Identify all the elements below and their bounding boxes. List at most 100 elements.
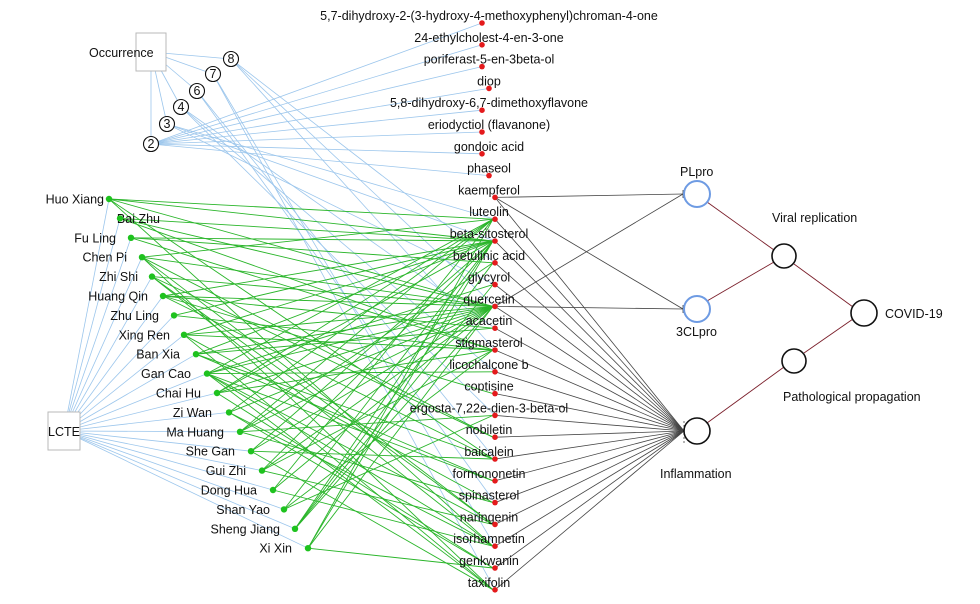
herb-label: Chai Hu <box>156 387 201 401</box>
herb-node <box>138 254 146 261</box>
lcte-label: LCTE <box>48 425 80 439</box>
compound-node <box>492 390 498 397</box>
compound-label: spinasterol <box>459 489 519 503</box>
inflammation-label: Inflammation <box>660 467 732 481</box>
covid-node <box>850 299 878 327</box>
compound-node <box>492 281 498 288</box>
herb-node <box>170 312 178 319</box>
compound-label: genkwanin <box>459 554 519 568</box>
occurrence-label: Occurrence <box>89 46 154 60</box>
occurrence-count-2 <box>142 135 160 153</box>
compound-node <box>479 20 485 26</box>
compound-label: formononetin <box>453 467 526 481</box>
herb-label: Zi Wan <box>173 406 212 420</box>
compound-label: 5,8-dihydroxy-6,7-dimethoxyflavone <box>390 96 588 110</box>
herb-label: She Gan <box>186 445 235 459</box>
herb-label: Shan Yao <box>216 503 270 517</box>
occurrence-count-label: 6 <box>194 84 201 98</box>
compound-node <box>492 456 498 462</box>
herb-node <box>236 428 244 435</box>
compound-label: quercetin <box>463 292 514 306</box>
occurrence-count-6 <box>188 82 206 100</box>
compound-node <box>492 194 498 201</box>
herb-node <box>304 545 312 552</box>
herb-compound-edges <box>108 198 494 591</box>
compound-node <box>492 521 498 528</box>
compound-node <box>479 63 485 70</box>
compound-label: gondoic acid <box>454 140 524 154</box>
herb-label: Fu Ling <box>74 231 116 245</box>
herb-node <box>280 506 288 513</box>
herb-label: Zhi Shi <box>99 270 138 284</box>
plpro-label: PLpro <box>680 165 713 179</box>
compound-node <box>479 107 485 113</box>
compound-node <box>492 216 498 222</box>
compound-node <box>479 42 485 48</box>
compound-label: glycyrol <box>468 271 510 285</box>
herb-label: Gui Zhi <box>206 464 246 478</box>
herb-label: Bai Zhu <box>117 212 160 226</box>
occurrence-count-label: 8 <box>228 52 235 66</box>
herb-node <box>192 351 200 358</box>
compound-label: betulinic acid <box>453 249 525 263</box>
herb-label: Gan Cao <box>141 367 191 381</box>
compound-label: beta-sitosterol <box>450 227 529 241</box>
plpro-node <box>683 180 711 208</box>
compound-node <box>486 85 492 92</box>
compound-node <box>492 412 498 419</box>
compound-label: baicalein <box>464 445 513 459</box>
occurrence-count-label: 7 <box>210 67 217 81</box>
compound-node <box>492 478 498 484</box>
compound-label: naringenin <box>460 510 518 524</box>
compound-node <box>492 369 498 375</box>
compound-node <box>492 565 498 571</box>
3clpro-node <box>683 295 711 323</box>
pathway-edges <box>706 201 854 424</box>
viral-replication-node <box>771 243 797 269</box>
herb-node <box>258 467 266 474</box>
herb-node <box>116 215 124 222</box>
covid-label: COVID-19 <box>885 307 943 321</box>
compound-label: coptisine <box>464 380 513 394</box>
lcte-node <box>47 411 81 451</box>
herb-label: Chen Pi <box>83 251 127 265</box>
herb-label: Huang Qin <box>88 290 148 304</box>
occurrence-count-label: 2 <box>148 137 155 151</box>
compound-node <box>479 151 485 157</box>
compound-nodes: 5,7-dihydroxy-2-(3-hydroxy-4-methoxyphen… <box>320 9 658 593</box>
3clpro-label: 3CLpro <box>676 325 717 339</box>
compound-label: ergosta-7,22e-dien-3-beta-ol <box>410 401 568 415</box>
compound-label: poriferast-5-en-3beta-ol <box>424 53 555 67</box>
compound-node <box>492 238 498 244</box>
compound-node <box>492 260 498 266</box>
herb-node <box>225 409 233 416</box>
compound-label: stigmasterol <box>455 336 522 350</box>
herb-node <box>291 525 299 532</box>
compound-label: 5,7-dihydroxy-2-(3-hydroxy-4-methoxyphen… <box>320 9 658 23</box>
compound-node <box>486 172 492 179</box>
compound-label: acacetin <box>466 314 513 328</box>
occurrence-count-8 <box>222 50 240 68</box>
compound-label: taxifolin <box>468 576 510 590</box>
compound-label: phaseol <box>467 162 511 176</box>
compound-node <box>479 129 485 135</box>
compound-label: luteolin <box>469 205 509 219</box>
herb-node <box>213 389 221 397</box>
compound-label: diop <box>477 74 501 88</box>
herb-node <box>127 234 135 241</box>
herb-node <box>148 273 156 280</box>
occurrence-count-4 <box>172 98 190 116</box>
herb-label: Dong Hua <box>201 484 257 498</box>
herb-node <box>180 331 188 338</box>
herb-label: Sheng Jiang <box>210 522 280 536</box>
herb-node <box>247 448 255 455</box>
inflammation-node <box>683 417 711 445</box>
compound-target-edges <box>494 190 685 591</box>
herb-label: Zhu Ling <box>110 309 159 323</box>
compound-node <box>492 303 498 310</box>
compound-label: eriodyctiol (flavanone) <box>428 118 550 132</box>
herb-node <box>203 370 211 377</box>
herb-label: Xi Xin <box>259 542 292 556</box>
